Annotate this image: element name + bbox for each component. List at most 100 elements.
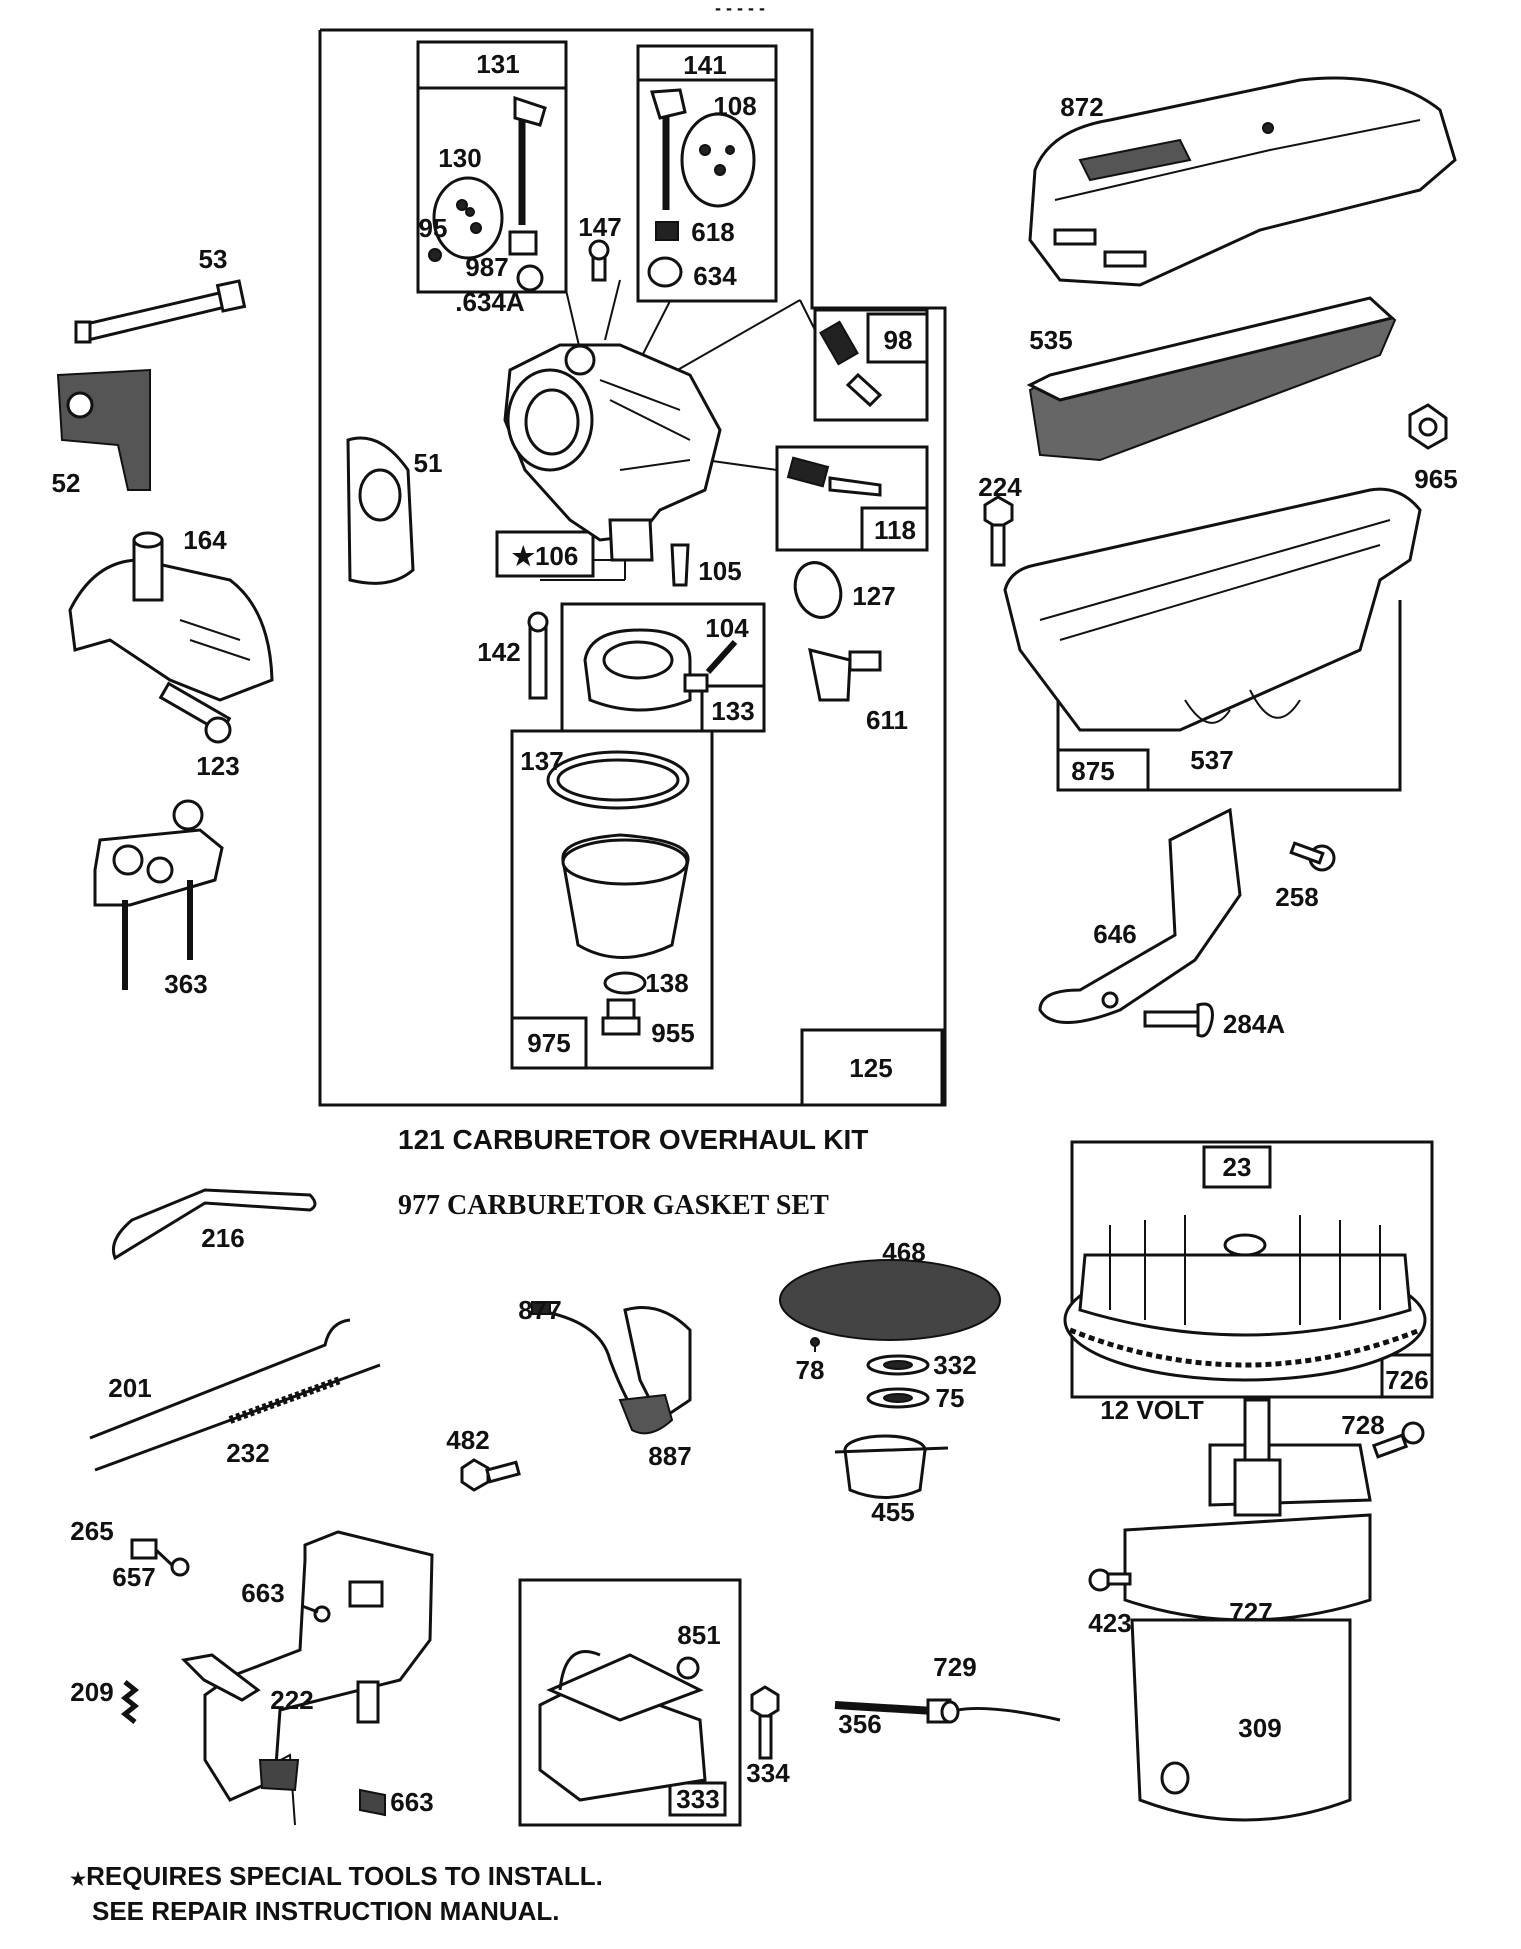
bracket-646 [1038, 807, 1242, 1024]
part-number: 216 [201, 1223, 245, 1253]
bolt-224 [983, 495, 1014, 567]
part-number: 875 [1071, 756, 1115, 786]
spring-232 [94, 1363, 381, 1472]
part-number: 611 [866, 705, 908, 735]
part-number: 872 [1060, 92, 1104, 122]
pin-142 [527, 611, 549, 700]
part-number: 164 [183, 525, 227, 555]
bracket-363 [93, 799, 224, 990]
screw-123 [158, 681, 232, 744]
top-edge-fragment: - - - - - [715, 0, 765, 18]
carburetor-body [503, 320, 883, 587]
part-number: 423 [1088, 1608, 1132, 1638]
link-216 [111, 1188, 317, 1261]
part-number: 965 [1414, 464, 1458, 494]
part-number: 142 [477, 637, 521, 667]
nut-965 [1408, 403, 1448, 450]
part-number: 726 [1385, 1365, 1429, 1395]
part-number: 657 [112, 1562, 156, 1592]
ignition-887 [531, 1301, 692, 1435]
bolt-334 [750, 1685, 780, 1760]
part-number: 127 [852, 581, 896, 611]
screw-728 [1371, 1421, 1425, 1459]
part-number: 309 [1238, 1713, 1282, 1743]
part-number: 363 [164, 969, 208, 999]
part-number: 138 [645, 968, 689, 998]
part-number: 258 [1275, 882, 1319, 912]
part-number: 537 [1190, 745, 1234, 775]
part-number: 104 [705, 613, 749, 643]
special-tool-star-icon: ★ [70, 1869, 87, 1889]
part-number: 284A [1222, 1009, 1286, 1039]
screw-147 [588, 239, 610, 282]
flywheel-box [1070, 1140, 1434, 1399]
part-number: 105 [698, 556, 742, 586]
choke-shaft-parts [428, 95, 547, 292]
screw-258 [1289, 841, 1336, 872]
screw-663 [301, 1604, 386, 1817]
module-box-333 [518, 1578, 742, 1827]
air-cleaner-base-875 [1003, 487, 1422, 792]
voltage-label: 12 VOLT [1100, 1395, 1204, 1425]
part-number: 877 [518, 1295, 562, 1325]
part-number: 663 [241, 1578, 285, 1608]
footnote-line-1: REQUIRES SPECIAL TOOLS TO INSTALL. [86, 1861, 603, 1891]
screw-284A [1143, 1002, 1214, 1038]
part-number: 334 [746, 1758, 790, 1788]
part-number: 52 [51, 468, 81, 498]
part-number: 98 [883, 325, 913, 355]
air-cleaner-cover-872 [1028, 76, 1457, 287]
part-number: 851 [677, 1620, 721, 1650]
part-number: 130 [438, 143, 482, 173]
part-number: 333 [676, 1784, 720, 1814]
link-201 [89, 1318, 351, 1440]
control-bracket-222 [180, 1530, 434, 1826]
part-number: 118 [874, 515, 916, 545]
part-number: 95 [418, 213, 448, 243]
float-bowl-975 [546, 750, 690, 1036]
part-number: 663 [390, 1787, 434, 1817]
part-number: 232 [226, 1438, 270, 1468]
part-number: 887 [648, 1441, 692, 1471]
part-number: 201 [108, 1373, 152, 1403]
screen-468 [779, 1259, 1001, 1352]
part-number: 468 [882, 1237, 926, 1267]
part-number: 455 [871, 1497, 915, 1527]
intake-164 [68, 531, 274, 702]
filter-element-535 [1026, 296, 1397, 462]
spring-209 [120, 1680, 140, 1724]
part-number: 224 [978, 472, 1022, 502]
part-number: 975 [527, 1028, 571, 1058]
part-number: 141 [683, 50, 727, 80]
footnote: ★REQUIRES SPECIAL TOOLS TO INSTALL. SEE … [70, 1860, 603, 1927]
starter-motor-309 [1123, 1398, 1372, 1822]
overhaul-kit-title: 121 CARBURETOR OVERHAUL KIT [398, 1124, 869, 1155]
gasket-set-title: 977 CARBURETOR GASKET SET [398, 1190, 829, 1221]
bolt-482 [460, 1458, 521, 1492]
rewind-455 [834, 1434, 949, 1499]
part-number: 955 [651, 1018, 695, 1048]
throttle-shaft-parts [647, 88, 756, 288]
part-number: 147 [578, 212, 622, 242]
footnote-line-2: SEE REPAIR INSTRUCTION MANUAL. [92, 1896, 560, 1926]
part-number: 729 [933, 1652, 977, 1682]
part-number: 535 [1029, 325, 1073, 355]
part-number: 123 [196, 751, 240, 781]
part-number: 209 [70, 1677, 114, 1707]
carburetor-kit-frame [318, 28, 947, 1107]
part-number: 727 [1229, 1597, 1273, 1627]
float-133 [583, 628, 738, 712]
part-number: 618 [691, 217, 735, 247]
part-number: 482 [446, 1425, 490, 1455]
part-number: 51 [413, 448, 443, 478]
shaft-53 [74, 279, 247, 344]
part-number: 137 [520, 746, 564, 776]
part-number: 53 [198, 244, 228, 274]
part-number: 356 [838, 1709, 882, 1739]
part-number: 23 [1222, 1152, 1252, 1182]
special-tool-star-icon: ★ [511, 541, 535, 571]
part-number: 332 [933, 1350, 977, 1380]
part-number: 78 [795, 1355, 825, 1385]
